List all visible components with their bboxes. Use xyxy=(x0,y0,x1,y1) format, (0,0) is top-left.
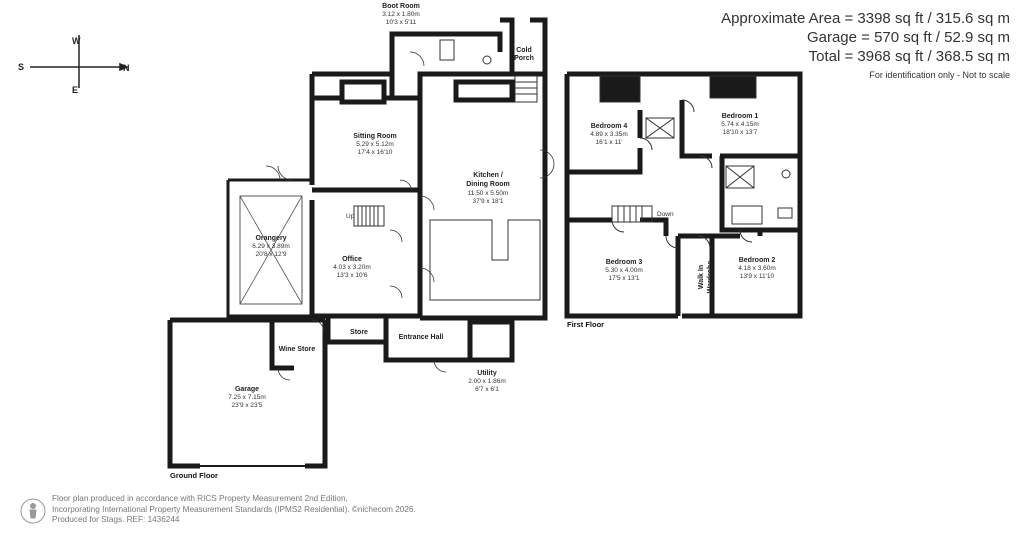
garage-dim-m: 7.25 x 7.15m xyxy=(228,394,266,401)
compass-w: W xyxy=(72,36,81,46)
office-dim-ft: 13'3 x 10'6 xyxy=(336,272,367,279)
boot-room-dim-ft: 10'3 x 5'11 xyxy=(386,19,417,26)
bedroom3-dim-ft: 17'5 x 13'1 xyxy=(608,275,639,282)
ground-floor-walls xyxy=(309,17,548,363)
identification-note: For identification only - Not to scale xyxy=(869,70,1010,80)
compass-e: E xyxy=(72,85,78,95)
office-label: Office xyxy=(342,256,362,263)
kitchen-dim-ft: 37'9 x 18'1 xyxy=(472,198,503,205)
total-area: Total = 3968 sq ft / 368.5 sq m xyxy=(808,48,1010,65)
first-floor-walls xyxy=(564,71,803,319)
first-floor-details xyxy=(599,75,793,249)
garage-area: Garage = 570 sq ft / 52.9 sq m xyxy=(806,29,1010,46)
walk-in-label-2: Wardrobe xyxy=(707,261,714,294)
kitchen-label-1: Kitchen / xyxy=(473,172,503,179)
kitchen-dim-m: 11.50 x 5.50m xyxy=(468,190,509,197)
compass-n: N xyxy=(123,63,130,73)
kitchen-label-2: Dining Room xyxy=(466,181,510,188)
sitting-room-dim-m: 5.29 x 5.12m xyxy=(356,141,394,148)
utility-label: Utility xyxy=(477,370,497,377)
cold-porch-label-1: Cold xyxy=(516,47,532,54)
store-label: Store xyxy=(350,329,368,336)
garage-dim-ft: 23'9 x 23'5 xyxy=(231,402,262,409)
wine-store-label: Wine Store xyxy=(279,346,316,353)
compass-s: S xyxy=(18,62,24,72)
orangery-dim-ft: 20'8 x 12'9 xyxy=(255,251,286,258)
stair-labels: Up Down xyxy=(346,211,674,220)
boot-room-label: Boot Room xyxy=(382,3,420,10)
compass-icon xyxy=(30,35,129,88)
doors xyxy=(265,51,555,381)
stair-down-label: Down xyxy=(657,211,674,218)
bedroom4-label: Bedroom 4 xyxy=(591,123,628,130)
bedroom1-dim-ft: 18'10 x 13'7 xyxy=(723,129,758,136)
sitting-room-label: Sitting Room xyxy=(353,133,397,140)
kitchen-details xyxy=(339,39,541,301)
bedroom2-label: Bedroom 2 xyxy=(739,257,776,264)
cold-porch-label-2: Porch xyxy=(514,55,534,62)
bedroom1-label: Bedroom 1 xyxy=(722,113,759,120)
bedroom4-dim-m: 4.89 x 3.35m xyxy=(590,131,628,138)
footer-line-3: Produced for Stags. REF: 1436244 xyxy=(52,515,180,525)
orangery-walls xyxy=(226,178,312,318)
utility-dim-m: 2.00 x 1.86m xyxy=(468,378,506,385)
boot-room-dim-m: 3.12 x 1.80m xyxy=(382,11,420,18)
sitting-room-dim-ft: 17'4 x 16'10 xyxy=(358,149,393,156)
bedroom4-dim-ft: 16'1 x 11' xyxy=(596,139,623,146)
bedroom3-dim-m: 5.30 x 4.00m xyxy=(605,267,643,274)
walk-in-label-1: Walk In xyxy=(698,265,705,289)
footer-line-2: Incorporating International Property Mea… xyxy=(52,504,416,514)
footer: Floor plan produced in accordance with R… xyxy=(52,494,416,526)
nichecom-logo-icon xyxy=(20,498,46,524)
bedroom2-dim-ft: 13'9 x 11'10 xyxy=(740,273,775,280)
first-floor-label: First Floor xyxy=(567,320,605,329)
bedroom1-dim-m: 5.74 x 4.15m xyxy=(721,121,759,128)
bedroom3-label: Bedroom 3 xyxy=(606,259,643,266)
orangery-dim-m: 6.29 x 3.89m xyxy=(252,243,290,250)
footer-line-1: Floor plan produced in accordance with R… xyxy=(52,494,348,503)
stair-up-label: Up xyxy=(346,213,355,220)
office-dim-m: 4.03 x 3.20m xyxy=(333,264,371,271)
approximate-area: Approximate Area = 3398 sq ft / 315.6 sq… xyxy=(721,10,1010,27)
garage-label: Garage xyxy=(235,386,259,393)
garage-walls xyxy=(167,317,328,469)
orangery-label: Orangery xyxy=(255,235,286,242)
utility-dim-ft: 6'7 x 6'1 xyxy=(475,386,499,393)
entrance-hall-label: Entrance Hall xyxy=(399,334,444,341)
room-labels: Boot Room 3.12 x 1.80m 10'3 x 5'11 Cold … xyxy=(228,3,776,409)
bedroom2-dim-m: 4.18 x 3.60m xyxy=(738,265,776,272)
ground-floor-label: Ground Floor xyxy=(170,471,218,480)
